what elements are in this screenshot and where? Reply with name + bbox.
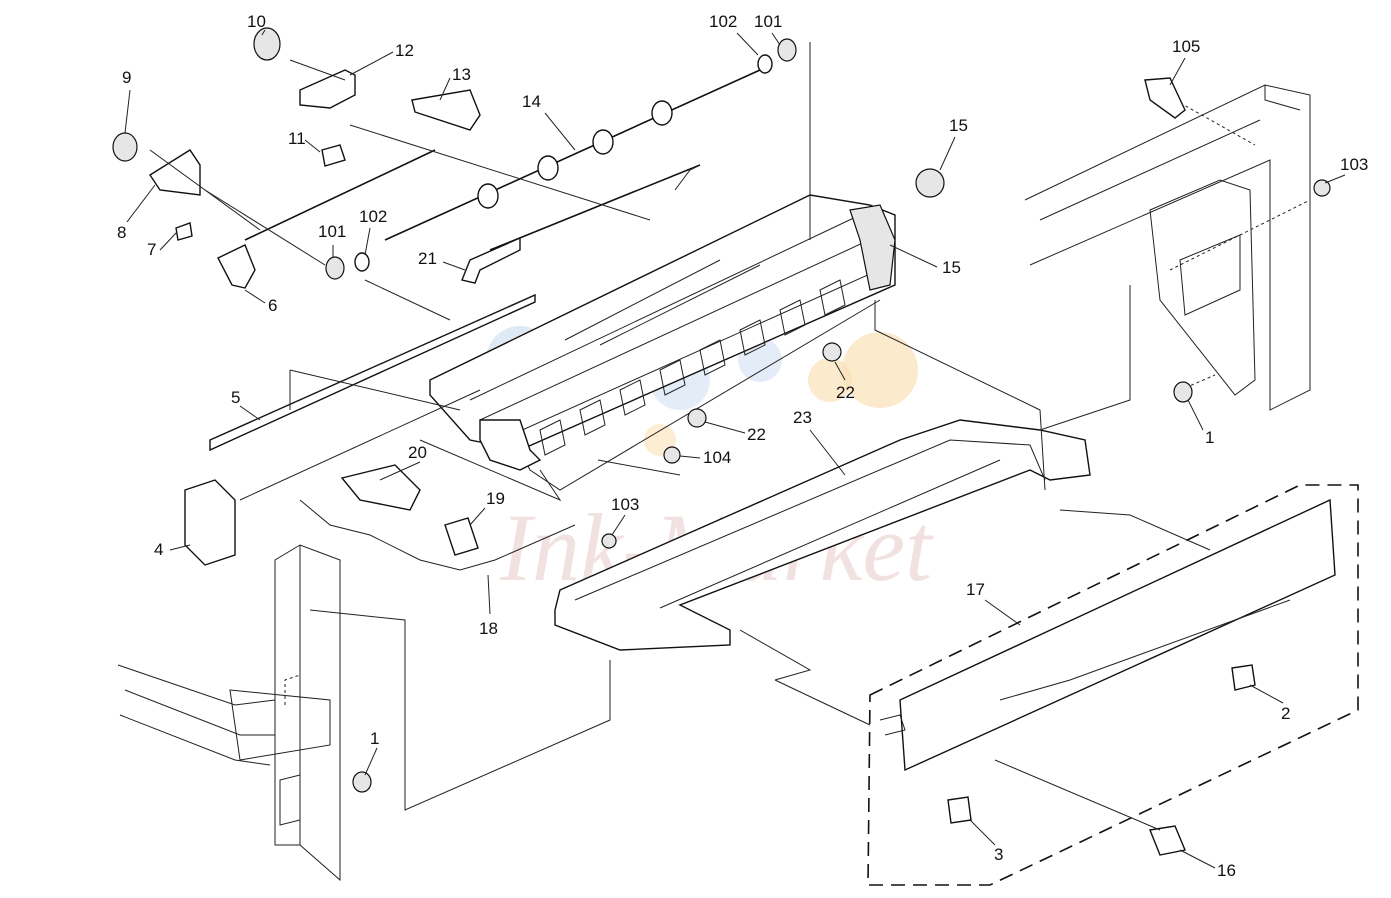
- part-4-shaft: [217, 149, 436, 289]
- callout-16: 16: [1217, 861, 1236, 880]
- part-103-screw-left: [601, 533, 617, 549]
- callout-1-left: 1: [370, 729, 379, 748]
- part-2-bracket: [184, 479, 236, 566]
- callout-23: 23: [793, 408, 812, 427]
- part-12-roller-shaft: [384, 69, 761, 241]
- part-103-screw-right: [1313, 179, 1331, 197]
- part-11-lever: [411, 89, 481, 131]
- part-18-harness: [299, 499, 576, 571]
- callout-22-a: 22: [836, 383, 855, 402]
- callout-102-left: 102: [359, 207, 387, 226]
- part-22-screw-a: [822, 342, 842, 362]
- part-21-rod: [461, 164, 701, 284]
- main-frame-14: [429, 194, 896, 491]
- part-1-bushing-right: [1173, 381, 1193, 403]
- part-16-clip: [1149, 825, 1186, 856]
- callout-10: 12: [395, 41, 414, 60]
- callout-7: 9: [122, 68, 131, 87]
- callout-17: 17: [966, 580, 985, 599]
- part-104-screw: [663, 446, 681, 464]
- callout-13: 15: [949, 116, 968, 135]
- callout-5: 7: [147, 240, 156, 259]
- callout-1-right: 1: [1205, 428, 1214, 447]
- part-9-clip: [321, 144, 346, 167]
- callout-labels: 10 12 13 14 102 101 105 103 9 11 8 7 101…: [117, 12, 1368, 880]
- callout-9: 11: [288, 129, 306, 148]
- callout-18: 18: [479, 619, 498, 638]
- part-102-ring-left: [354, 252, 370, 272]
- callout-6: 8: [117, 223, 126, 242]
- part-19-sensor: [444, 517, 479, 556]
- part-5-clip: [175, 222, 193, 241]
- callout-19: 19: [486, 489, 505, 508]
- callout-4: 6: [268, 296, 277, 315]
- part-10-bracket: [299, 69, 356, 109]
- part-22-screw-b: [687, 408, 707, 428]
- part-6-bracket: [149, 149, 201, 196]
- part-23-guide-plate: [554, 419, 1091, 651]
- callout-14: 15: [942, 258, 961, 277]
- part-1-bushing-left: [352, 771, 372, 793]
- part-8-roller: [253, 27, 281, 61]
- callout-101-top: 101: [754, 12, 782, 31]
- part-101-bushing-left: [325, 256, 345, 280]
- part-20-sensors: [340, 464, 421, 511]
- callout-11: 13: [452, 65, 471, 84]
- part-3-blade: [209, 293, 536, 452]
- callout-105: 105: [1172, 37, 1200, 56]
- callout-12: 14: [522, 92, 541, 111]
- part-101-bushing-right: [777, 38, 797, 62]
- left-frame: [117, 544, 611, 882]
- callout-15-right: 2: [1281, 704, 1290, 723]
- callout-103-right: 103: [1340, 155, 1368, 174]
- part-15-clip-left: [947, 796, 972, 824]
- part-102-ring-right: [757, 54, 773, 74]
- part-15-clip-right: [1231, 664, 1256, 691]
- callout-103-left: 103: [611, 495, 639, 514]
- part-13-gear: [915, 168, 945, 198]
- part-105-clip: [1144, 77, 1186, 119]
- callout-104: 104: [703, 448, 731, 467]
- right-frame: [1024, 84, 1311, 411]
- callout-22-b: 22: [747, 425, 766, 444]
- callout-3: 5: [231, 388, 240, 407]
- small-parts: [112, 27, 1331, 856]
- label-leaders: [124, 29, 1346, 869]
- callout-101-left: 101: [318, 222, 346, 241]
- leader-lines: [149, 42, 1211, 831]
- callout-8: 10: [247, 12, 266, 31]
- callout-2: 4: [154, 540, 163, 559]
- callout-102-top: 102: [709, 12, 737, 31]
- callout-20: 20: [408, 443, 427, 462]
- part-17-panel: [867, 484, 1359, 886]
- callout-21: 21: [418, 249, 437, 268]
- callout-15-left: 3: [994, 845, 1003, 864]
- part-7-roller: [112, 132, 138, 162]
